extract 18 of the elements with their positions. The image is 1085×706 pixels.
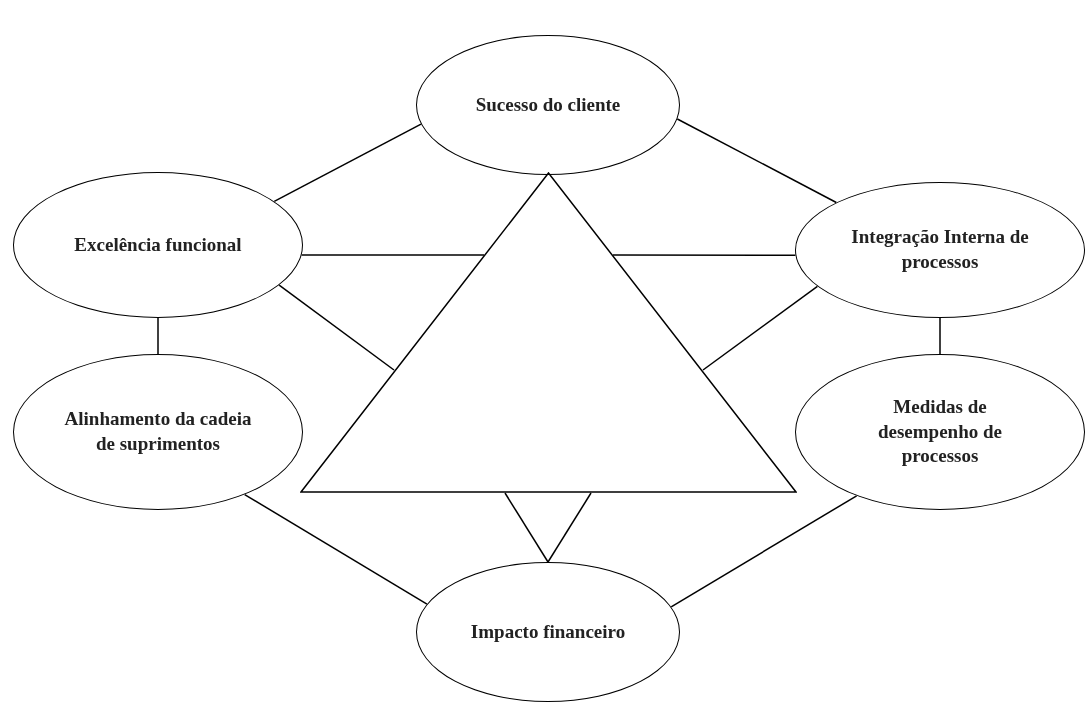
connector-line xyxy=(157,317,159,355)
connector-line xyxy=(612,254,797,256)
node-label: Excelência funcional xyxy=(73,232,243,257)
node-label: Integração Interna de processos xyxy=(850,225,1030,274)
connector-line xyxy=(702,285,819,371)
connector-line xyxy=(278,284,395,371)
connector-line xyxy=(273,123,422,203)
node-label: Sucesso do cliente xyxy=(474,92,622,117)
connector-line xyxy=(670,495,858,608)
connector-line xyxy=(300,254,485,256)
connector-line xyxy=(547,492,592,563)
connector-line xyxy=(676,118,838,204)
connector-line xyxy=(504,492,549,563)
connector-line xyxy=(939,317,941,355)
node-label: Impacto financeiro xyxy=(469,619,627,644)
node-label: Alinhamento da cadeia de suprimentos xyxy=(63,407,253,456)
node-label: Medidas de desempenho de processos xyxy=(876,394,1003,469)
connector-line xyxy=(243,493,428,605)
